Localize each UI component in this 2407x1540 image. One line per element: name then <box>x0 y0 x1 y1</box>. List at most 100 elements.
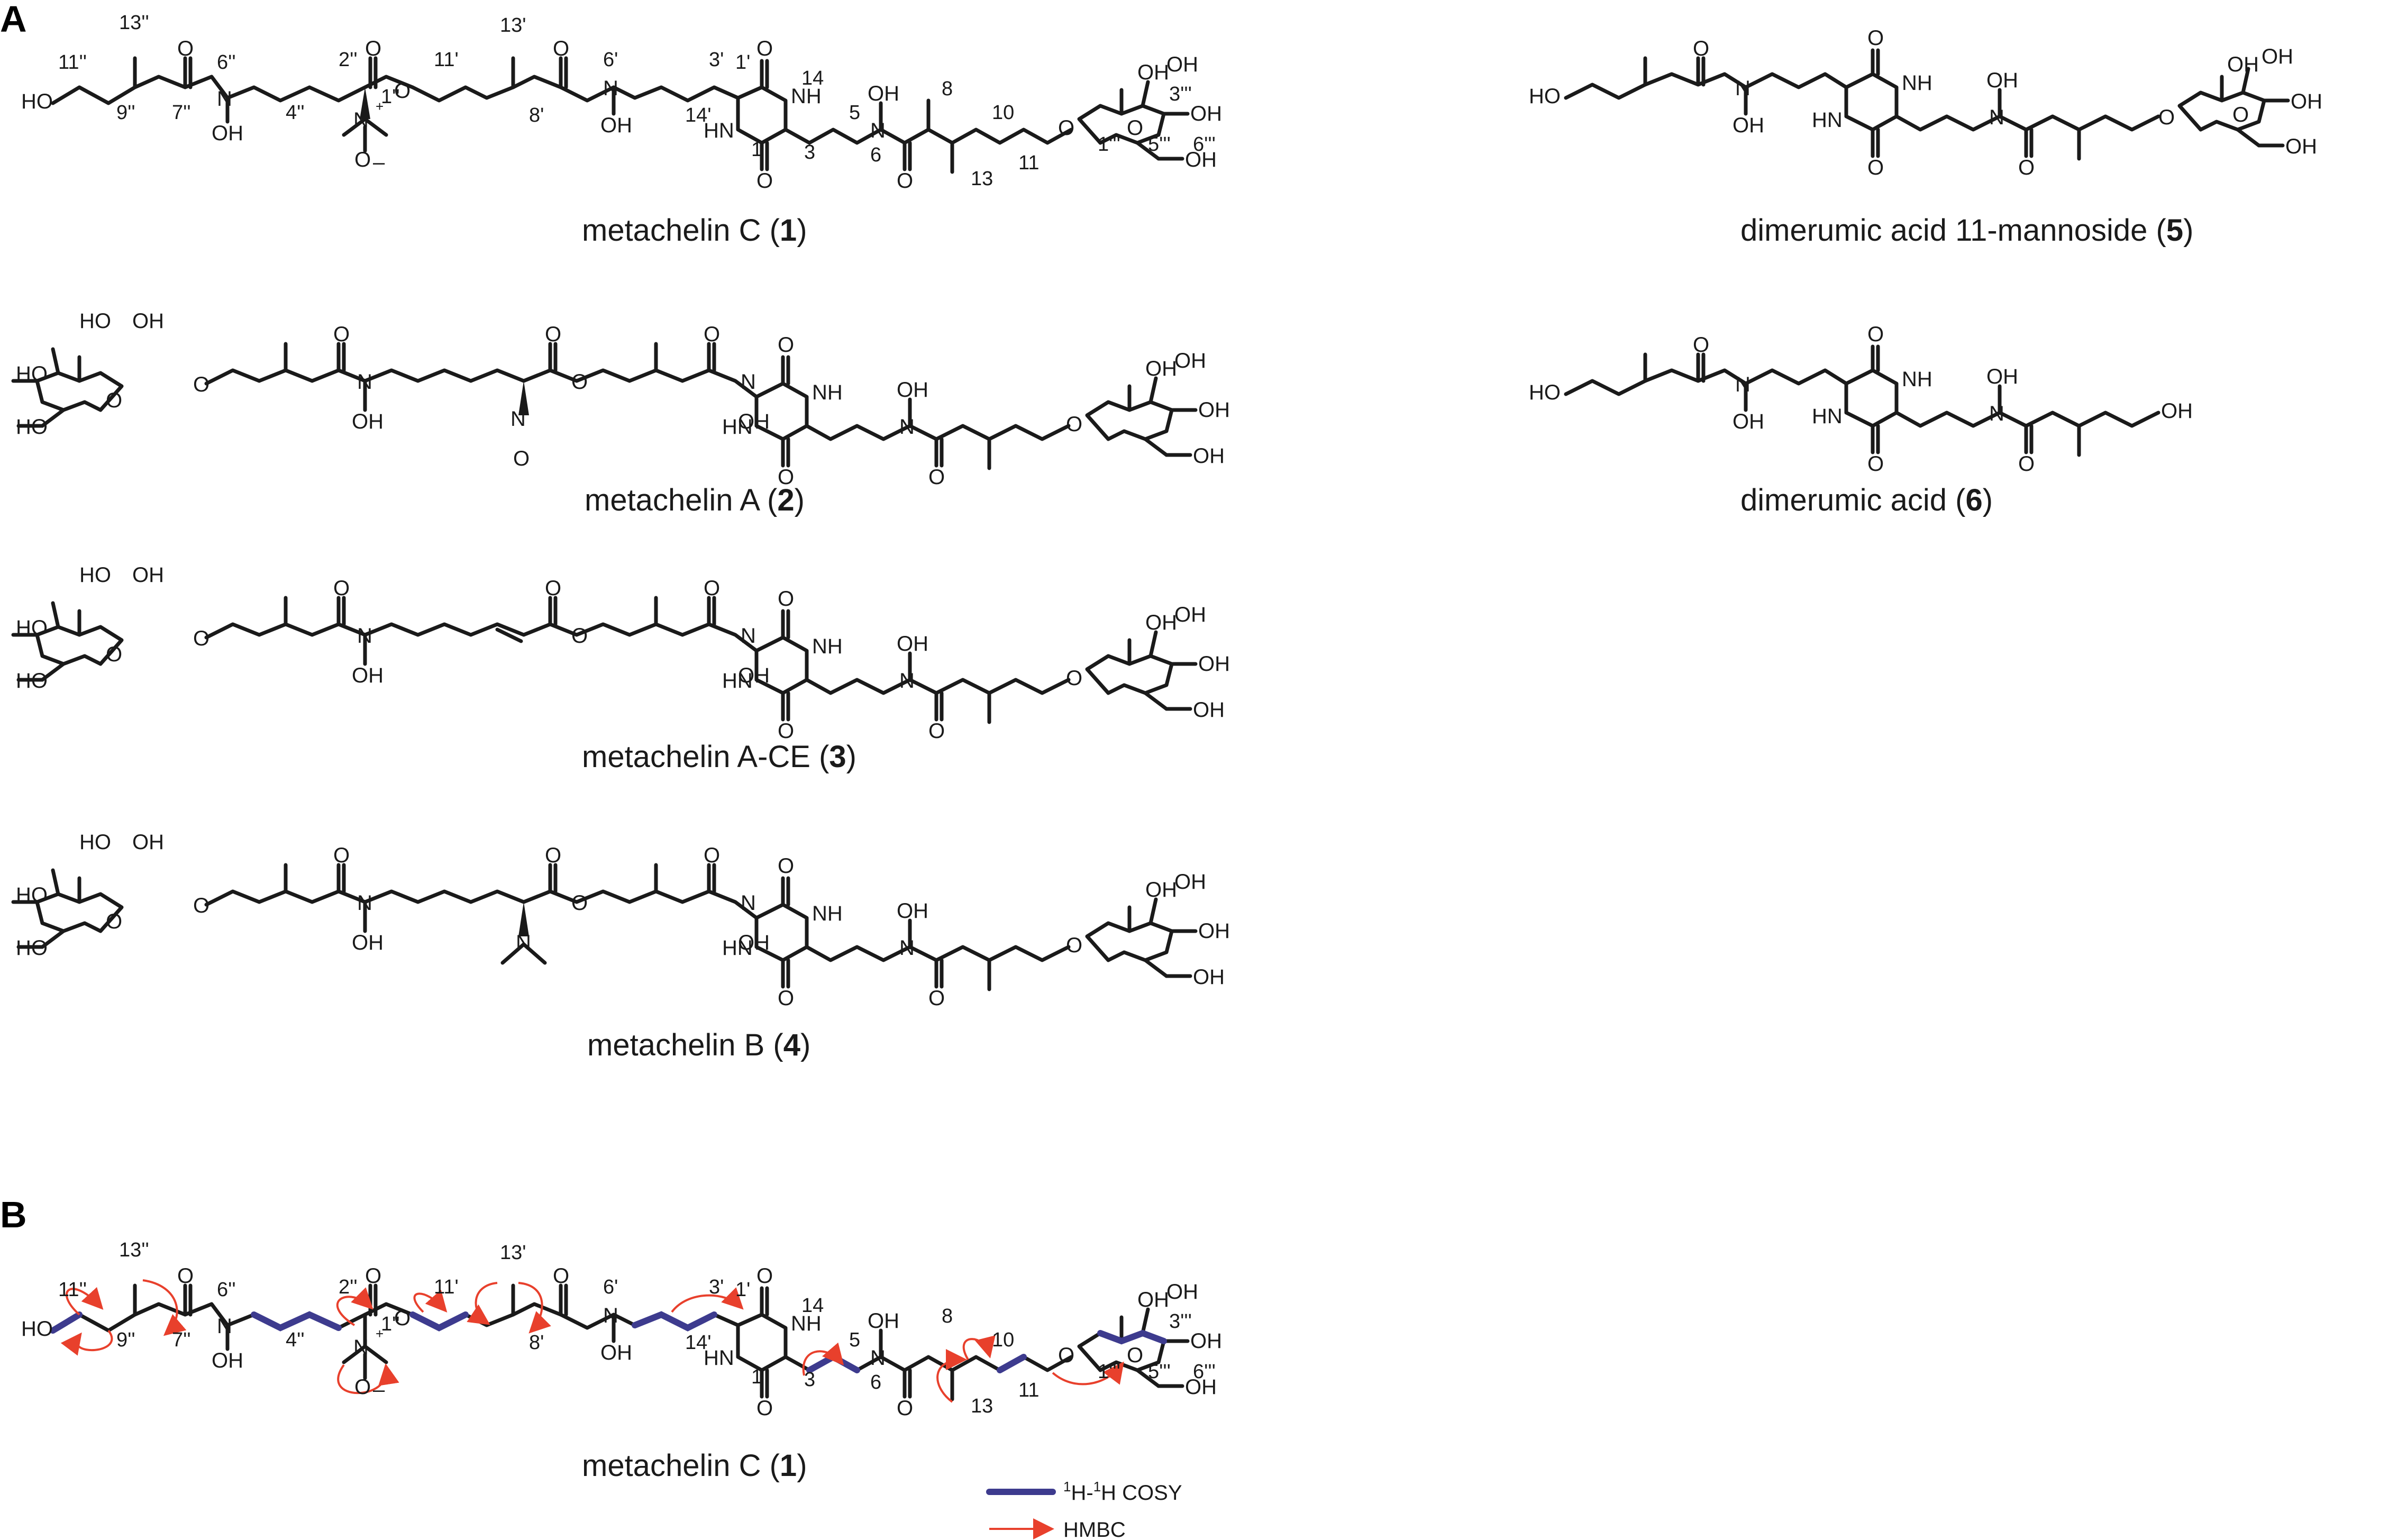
atom-n-ce1: N <box>357 624 372 648</box>
locant-3: 3 <box>804 141 815 163</box>
locant-2pp: 2'' <box>339 49 358 71</box>
atom-o-m-carbonyl2: O <box>2018 156 2035 179</box>
atom-oh-sugar-a-2: OH <box>1145 357 1177 380</box>
locant-8p-b: 8' <box>529 1332 544 1354</box>
locant-14-b: 14 <box>801 1295 824 1317</box>
locant-11: 11 <box>1018 152 1039 174</box>
atom-o-dkp-top-b: O <box>778 854 794 878</box>
atom-oh-ce1: OH <box>352 664 384 687</box>
atom-oh-ce-c: OH <box>132 563 164 587</box>
atom-oh-sugar-4: OH <box>1190 102 1222 125</box>
atom-o-ester-carbonyl-a: O <box>545 323 561 346</box>
panel-label-b: B <box>0 1194 27 1235</box>
atom-oh-b-c: OH <box>132 831 164 854</box>
structure-metachelin-a-ce: HO HO OH HO O O O N OH O O O N OH O NH H… <box>13 563 1230 743</box>
locant-7pp-b: 7'' <box>172 1329 191 1351</box>
locant-9pp: 9'' <box>116 102 135 124</box>
atom-o-oxide: O <box>354 148 371 171</box>
atom-n-m2: N <box>1989 106 2004 129</box>
structure-metachelin-b: HO HO OH HO O O O N OH N O O O N OH O NH… <box>13 831 1230 1010</box>
atom-ho-b-b: HO <box>79 831 111 854</box>
atom-o-carbonyl-b1: O <box>333 844 350 867</box>
charge-minus-b: – <box>373 1378 385 1401</box>
atom-o-dkp-bottom-b: O <box>778 987 794 1010</box>
atom-oh-ce3: OH <box>897 632 928 655</box>
atom-oh-b3: OH <box>897 899 928 923</box>
caption-compound-2: metachelin A (2) <box>585 483 805 517</box>
atom-o-carbonyl-a2: O <box>704 323 720 346</box>
atom-o-ester-a: O <box>571 370 588 394</box>
atom-o-d-dkp-top: O <box>1867 323 1884 346</box>
atom-ho-ce-b: HO <box>79 563 111 587</box>
atom-hn-dkp-a: HN <box>722 415 753 439</box>
atom-nh-dkp-b: NH <box>812 902 843 925</box>
locant-7pp: 7'' <box>172 102 191 124</box>
atom-o-carbonyl-7-b: O <box>897 1397 913 1420</box>
caption-compound-3: metachelin A-CE (3) <box>582 740 856 774</box>
atom-oh-6: OH <box>868 82 899 105</box>
atom-oh-a1: OH <box>352 410 384 433</box>
atom-o-ring-ce: O <box>106 643 122 666</box>
atom-o-carbonyl-a1: O <box>333 323 350 346</box>
atom-o-carbonyl-ce3: O <box>928 719 945 743</box>
atom-n-6p-b: N <box>603 1304 618 1327</box>
charge-minus: – <box>373 151 385 174</box>
atom-o-m-dkp-top: O <box>1867 26 1884 50</box>
atom-ho-ce-a: HO <box>16 616 48 640</box>
atom-nh-dkp: NH <box>791 85 822 108</box>
atom-oh-m-sugar2: OH <box>2227 53 2259 76</box>
locant-5-b: 5 <box>849 1329 860 1351</box>
atom-o-carbonyl-ce1: O <box>333 577 350 600</box>
atom-o-dkp-top: O <box>756 37 773 60</box>
atom-n-ce3: N <box>899 669 915 692</box>
atom-o-m-carbonyl1: O <box>1693 37 1709 60</box>
atom-ho-terminal: HO <box>21 90 53 113</box>
atom-oh-b2: OH <box>738 931 770 954</box>
atom-oh-ce2: OH <box>738 664 770 687</box>
locant-14: 14 <box>801 67 824 89</box>
atom-ho-b-a: HO <box>16 883 48 907</box>
atom-nh-d-dkp: NH <box>1902 368 1932 391</box>
locant-5ppp: 5''' <box>1148 133 1171 156</box>
locant-6-b: 6 <box>870 1371 881 1393</box>
locant-1pp-b: 1'' <box>381 1313 400 1335</box>
locant-4pp-b: 4'' <box>286 1329 305 1351</box>
atom-oh-sugar-c: OH <box>132 309 164 333</box>
locant-13: 13 <box>971 168 993 190</box>
locant-3p: 3' <box>709 49 724 71</box>
atom-oh-6p-b: OH <box>600 1341 632 1364</box>
locant-11pp: 11'' <box>58 51 87 74</box>
atom-o-dkp-top-a: O <box>778 333 794 357</box>
atom-o-dkp-top-bp: O <box>756 1264 773 1288</box>
atom-oh-sugar-ce-6: OH <box>1193 698 1225 722</box>
caption-compound-5: dimerumic acid 11-mannoside (5) <box>1740 213 2193 248</box>
structure-dimerumic-acid-mannoside: HO O N OH O NH HN O N OH O O O OH OH OH … <box>1529 26 2322 179</box>
atom-n-6pp-b: N <box>217 1315 232 1338</box>
atom-o-glycoside-b-panel: O <box>1058 1344 1074 1367</box>
atom-oh-sugar-a-6: OH <box>1193 444 1225 468</box>
atom-oh-d2: OH <box>1986 365 2018 388</box>
atom-n-b2: N <box>741 891 756 915</box>
locant-11p: 11' <box>434 49 459 71</box>
structure-metachelin-a: HO HO OH HO O O O N OH N O O O O N OH O … <box>13 309 1230 489</box>
atom-oh-sugar-a-3: OH <box>1174 349 1206 372</box>
atom-oh-6pp-b: OH <box>212 1349 243 1372</box>
atom-nh-dkp-ce: NH <box>812 635 843 658</box>
atom-oh-a2: OH <box>738 410 770 433</box>
atom-oh-6-b: OH <box>868 1309 899 1333</box>
atom-ho-ce-d: HO <box>16 669 48 692</box>
atom-oh-sugar-ce-2: OH <box>1145 611 1177 634</box>
atom-o-carbonyl-1pp-b: O <box>365 1264 381 1288</box>
locant-8-b: 8 <box>942 1305 953 1327</box>
locant-1-b: 1 <box>751 1366 762 1388</box>
atom-o-glycoside-a: O <box>193 373 209 396</box>
atom-o-carbonyl-1pp: O <box>365 37 381 60</box>
atom-n-6pp: N <box>217 87 232 111</box>
charge-plus-b: + <box>376 1326 384 1342</box>
locant-6p-b: 6' <box>603 1276 618 1298</box>
atom-o-ring-b-panel: O <box>1127 1344 1143 1367</box>
atom-o-glycoside: O <box>1058 116 1074 140</box>
atom-oh-m2: OH <box>1986 69 2018 92</box>
atom-o-ester-b-panel: O <box>394 1307 411 1330</box>
atom-hn-dkp: HN <box>704 119 734 142</box>
